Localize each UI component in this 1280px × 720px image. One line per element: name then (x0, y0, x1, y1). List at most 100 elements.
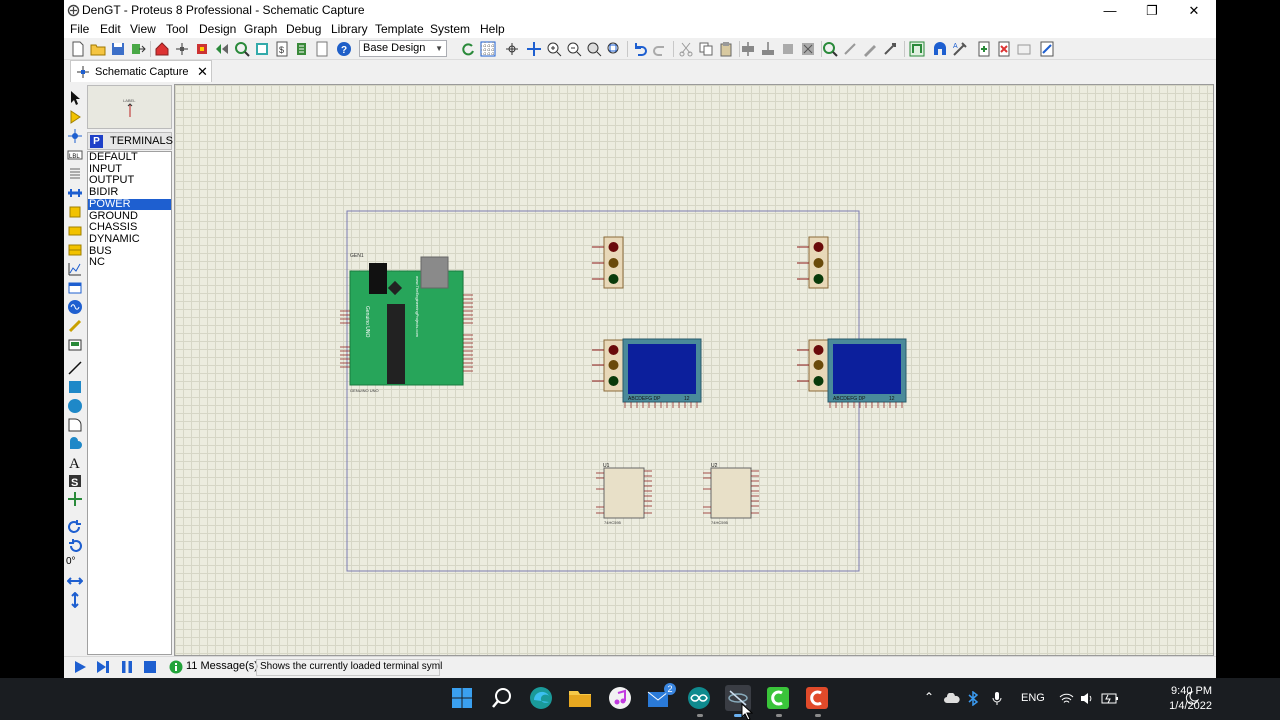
junction-dot-icon[interactable] (67, 128, 83, 144)
undo-icon[interactable] (632, 41, 648, 57)
microphone-icon[interactable] (991, 691, 1003, 706)
box-tool-icon[interactable] (67, 379, 83, 395)
remove-sheet-icon[interactable] (996, 41, 1012, 57)
list-item[interactable]: CHASSIS (89, 221, 138, 234)
menu-library[interactable]: Library (331, 22, 368, 36)
list-item-selected[interactable]: POWER (88, 198, 171, 211)
tape-recorder-icon[interactable] (67, 280, 83, 296)
file-explorer-icon[interactable] (567, 685, 593, 711)
battery-icon[interactable] (1101, 692, 1119, 705)
zoom-all-icon[interactable] (586, 41, 602, 57)
traffic-light-1[interactable] (592, 236, 624, 289)
import-icon[interactable] (130, 41, 146, 57)
message-count[interactable]: 11 Message(s) (186, 660, 258, 672)
cut-icon[interactable] (678, 41, 694, 57)
step-icon[interactable] (96, 660, 110, 674)
redo-icon[interactable] (652, 41, 668, 57)
menu-view[interactable]: View (130, 22, 156, 36)
notifications-icon[interactable] (1184, 691, 1199, 706)
menu-design[interactable]: Design (199, 22, 237, 36)
menu-help[interactable]: Help (480, 22, 505, 36)
subcircuit-icon[interactable] (67, 204, 83, 220)
list-item[interactable]: OUTPUT (89, 174, 135, 187)
menu-edit[interactable]: Edit (100, 22, 121, 36)
circle-tool-icon[interactable] (67, 398, 83, 414)
wifi-icon[interactable] (1059, 692, 1074, 705)
edge-browser-icon[interactable] (528, 685, 554, 711)
bluetooth-icon[interactable] (967, 691, 979, 706)
shift-register-u2[interactable]: U2 74HC595 (703, 463, 759, 525)
new-sheet-icon[interactable] (976, 41, 992, 57)
clock[interactable]: 9:40 PM 1/4/2022 (1169, 684, 1212, 714)
mirror-vertical-icon[interactable] (67, 592, 83, 608)
bill-of-materials-icon[interactable]: $ (274, 41, 290, 57)
stop-icon[interactable] (143, 660, 157, 674)
schematic-icon[interactable] (174, 41, 190, 57)
new-file-icon[interactable] (70, 41, 86, 57)
make-device-icon[interactable] (842, 41, 858, 57)
pause-icon[interactable] (120, 660, 134, 674)
component-mode-icon[interactable] (67, 109, 83, 125)
property-assignment-icon[interactable]: A (952, 41, 968, 57)
pan-icon[interactable] (526, 41, 542, 57)
list-item[interactable]: DYNAMIC (89, 232, 140, 245)
marker-tool-icon[interactable] (67, 491, 83, 507)
open-folder-icon[interactable] (90, 41, 106, 57)
generator-mode-icon[interactable] (67, 299, 83, 315)
pcb-layout-icon[interactable] (194, 41, 210, 57)
arc-tool-icon[interactable] (67, 417, 83, 433)
terminals-mode-icon[interactable] (67, 223, 83, 239)
refresh-icon[interactable] (460, 41, 476, 57)
rotate-anticlockwise-icon[interactable] (67, 538, 83, 554)
wire-label-icon[interactable]: LBL (67, 147, 83, 163)
packaging-tool-icon[interactable] (862, 41, 878, 57)
camtasia-recorder-icon[interactable] (804, 685, 830, 711)
list-item[interactable]: INPUT (89, 162, 122, 175)
electrical-rule-check-icon[interactable] (1039, 41, 1055, 57)
block-rotate-icon[interactable] (780, 41, 796, 57)
copy-icon[interactable] (698, 41, 714, 57)
proteus-taskbar-icon[interactable] (725, 685, 751, 711)
menu-graph[interactable]: Graph (244, 22, 278, 36)
volume-icon[interactable] (1080, 692, 1095, 705)
list-item[interactable]: GROUND (89, 209, 138, 222)
wire-autorouter-icon[interactable] (909, 41, 925, 57)
mail-icon[interactable] (646, 685, 672, 711)
arduino-uno-component[interactable]: GEN1 Genuino UNO www.TheEngineeringProje… (340, 253, 473, 393)
menu-tool[interactable]: Tool (166, 22, 189, 36)
decompose-icon[interactable] (882, 41, 898, 57)
block-delete-icon[interactable] (800, 41, 816, 57)
onedrive-icon[interactable] (944, 693, 960, 704)
menu-system[interactable]: System (430, 22, 471, 36)
itunes-icon[interactable] (607, 685, 633, 711)
pick-device-icon[interactable] (822, 41, 838, 57)
voltage-probe-icon[interactable] (67, 318, 83, 334)
show-hidden-icons-icon[interactable]: ⌃ (924, 690, 935, 704)
traffic-light-2[interactable] (797, 236, 829, 289)
list-item[interactable]: NC (89, 256, 105, 269)
search-and-tag-icon[interactable] (932, 41, 948, 57)
block-copy-icon[interactable] (740, 41, 756, 57)
pick-devices-button[interactable]: P (90, 135, 103, 148)
design-explorer-icon[interactable] (254, 41, 270, 57)
zoom-out-icon[interactable] (566, 41, 582, 57)
zoom-in-icon[interactable] (546, 41, 562, 57)
symbol-tool-icon[interactable]: S (67, 473, 83, 489)
gerber-viewer-icon[interactable] (234, 41, 250, 57)
layer-select[interactable]: Base Design▼ (359, 40, 447, 57)
grid-toggle-icon[interactable] (480, 41, 496, 57)
camtasia-icon[interactable] (765, 685, 791, 711)
seven-seg-display-2[interactable]: ABCDEFG DP 12 (827, 338, 907, 408)
source-code-icon[interactable] (294, 41, 310, 57)
schematic-canvas[interactable]: GEN1 Genuino UNO www.TheEngineeringProje… (174, 84, 1214, 656)
selection-mode-icon[interactable] (67, 90, 83, 106)
maximize-button[interactable]: ❐ (1146, 3, 1158, 18)
buses-icon[interactable] (67, 185, 83, 201)
close-window-button[interactable]: ✕ (1188, 3, 1200, 18)
minimize-button[interactable]: — (1103, 3, 1117, 18)
menu-template[interactable]: Template (375, 22, 424, 36)
mirror-horizontal-icon[interactable] (67, 573, 83, 589)
search-icon[interactable] (489, 685, 515, 711)
block-move-icon[interactable] (760, 41, 776, 57)
menu-file[interactable]: File (70, 22, 90, 36)
